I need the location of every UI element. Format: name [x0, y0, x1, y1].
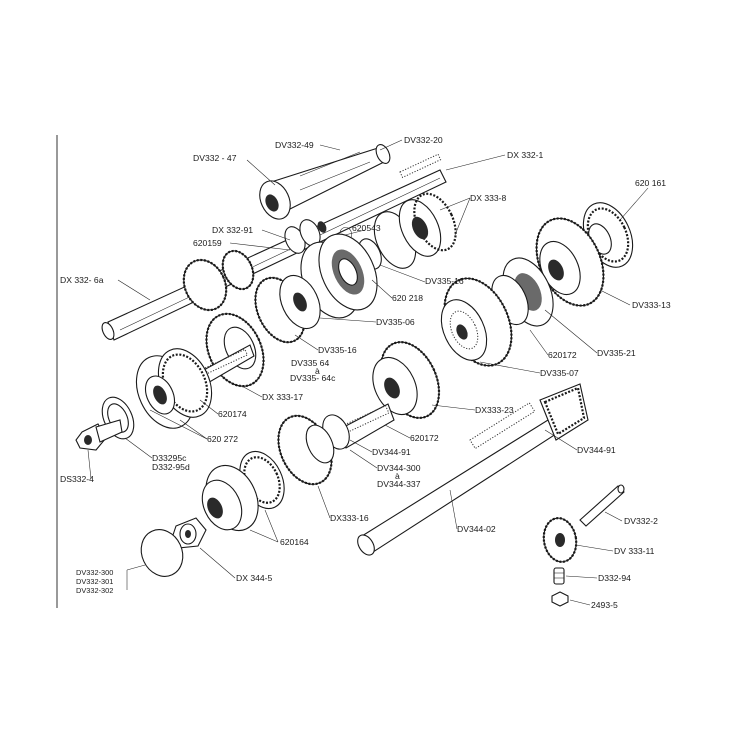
label-dx333-16: DX333-16 [330, 513, 369, 523]
label-dv344-337: DV344-337 [377, 479, 421, 489]
label-dv344-300-a: à [395, 471, 400, 481]
part-labels: DV332-20 DV332-49 DX 332-1 DV332 - 47 62… [60, 135, 671, 610]
label-ds332-4: DS332-4 [60, 474, 94, 484]
input-gear-cluster [182, 219, 327, 312]
gear-dx333-16 [277, 414, 335, 486]
output-shaft [357, 383, 589, 556]
label-dv335-07: DV335-07 [540, 368, 579, 378]
label-dv335-16-a: DV335-16 [425, 276, 464, 286]
label-dv333-13: DV333-13 [632, 300, 671, 310]
label-620174: 620174 [218, 409, 247, 419]
label-620218: 620 218 [392, 293, 423, 303]
label-620272: 620 272 [207, 434, 238, 444]
synchro-hub-upper [358, 192, 457, 270]
input-sleeve [259, 144, 391, 220]
label-dx332-6a: DX 332- 6a [60, 275, 104, 285]
nut-ds332-4 [75, 419, 123, 451]
label-dx344-5: DX 344-5 [236, 573, 273, 583]
label-dv335-06: DV335-06 [376, 317, 415, 327]
label-dv344-02: DV344-02 [457, 524, 496, 534]
label-d332-95d: D332-95d [152, 462, 190, 472]
label-dx332-1: DX 332-1 [507, 150, 544, 160]
gear-dx333-17 [199, 312, 265, 388]
label-dv335-64c: DV335- 64c [290, 373, 336, 383]
label-620161: 620 161 [635, 178, 666, 188]
bearing-620164 [201, 450, 285, 531]
label-dv344-91-b: DV344-91 [372, 447, 411, 457]
label-dx333-23: DX333-23 [475, 405, 514, 415]
plug-d332-94 [553, 567, 565, 585]
input-shaft-assembly [75, 144, 457, 451]
label-620164: 620164 [280, 537, 309, 547]
label-d332-94: D332-94 [598, 573, 631, 583]
nut-2493-5 [551, 591, 569, 607]
gear-dv335-07 [440, 277, 513, 367]
gear-dv333-11 [542, 517, 578, 563]
label-dv335-64: DV335 64 [291, 358, 329, 368]
leader-lines [87, 139, 649, 606]
label-620159: 620159 [193, 238, 222, 248]
label-dx332-91: DX 332-91 [212, 225, 253, 235]
label-dx333-8: DX 333-8 [470, 193, 507, 203]
nut-dx344-5 [171, 517, 207, 549]
label-620172-b: 620172 [410, 433, 439, 443]
label-dv332-20: DV332-20 [404, 135, 443, 145]
label-dv332-49: DV332-49 [275, 140, 314, 150]
label-dv335-21: DV335-21 [597, 348, 636, 358]
label-dv332-300: DV332-300 [76, 568, 113, 577]
countershaft-assembly [140, 341, 441, 577]
label-620172-a: 620172 [548, 350, 577, 360]
label-dv332-302: DV332-302 [76, 586, 113, 595]
label-dv333-11: DV 333-11 [614, 546, 655, 556]
label-dv332-47: DV332 - 47 [193, 153, 237, 163]
o-ring-dv332-300 [140, 529, 184, 577]
label-dx333-17: DX 333-17 [262, 392, 303, 402]
gear-dx333-23 [372, 341, 441, 419]
label-dv335-16-b: DV335-16 [318, 345, 357, 355]
pin-dv332-2 [579, 485, 625, 527]
gear-dv335-06 [254, 274, 321, 344]
label-dv332-301: DV332-301 [76, 577, 113, 586]
mainshaft-assembly [357, 202, 634, 607]
synchro-sleeve [300, 233, 378, 319]
label-dv332-2: DV332-2 [624, 516, 658, 526]
label-d33295c: D33295c [152, 453, 187, 463]
label-dv344-91-a: DV344-91 [577, 445, 616, 455]
label-dv335-64-a: à [315, 366, 320, 376]
label-2493-5: 2493-5 [591, 600, 618, 610]
label-dv344-300: DV344-300 [377, 463, 421, 473]
label-620543: 620543 [352, 223, 381, 233]
bearing-620272 [135, 348, 213, 429]
